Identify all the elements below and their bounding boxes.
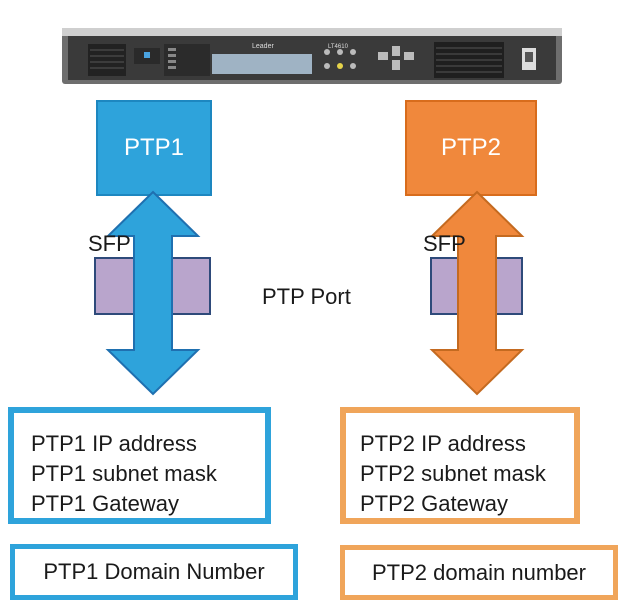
ptp1-settings-box: PTP1 IP address PTP1 subnet mask PTP1 Ga… (8, 407, 271, 524)
vent-right (434, 42, 504, 78)
ptp1-gateway: PTP1 Gateway (31, 491, 179, 516)
sfp1-label: SFP (88, 231, 131, 256)
ptp2-label: PTP2 (440, 134, 502, 161)
ptp2-settings-box: PTP2 IP address PTP2 subnet mask PTP2 Ga… (340, 407, 580, 524)
device-front-panel: Leader LT4610 (62, 28, 562, 84)
ptp1-label: PTP1 (123, 134, 185, 161)
ptp1-subnet-mask: PTP1 subnet mask (31, 461, 217, 486)
ptp-port-caption: PTP Port (262, 284, 351, 309)
front-panel-buttons (324, 46, 414, 70)
lcd-display (212, 54, 312, 74)
ptp2-gateway: PTP2 Gateway (360, 491, 508, 516)
ptp1-ip-address: PTP1 IP address (31, 431, 197, 456)
ptp1-domain-number-box: PTP1 Domain Number (10, 544, 298, 600)
ptp1-double-arrow (105, 190, 201, 396)
ptp2-domain-number-box: PTP2 domain number (340, 545, 618, 600)
ptp2-subnet-mask: PTP2 subnet mask (360, 461, 546, 486)
sfp2-label: SFP (423, 231, 466, 256)
ptp2-domain-number: PTP2 domain number (372, 559, 586, 585)
ptp2-double-arrow (429, 190, 525, 396)
ptp1-domain-number: PTP1 Domain Number (43, 559, 265, 584)
ptp2-port-box: PTP2 (405, 100, 537, 196)
device-model: LT4610 (328, 44, 349, 50)
ptp2-ip-address: PTP2 IP address (360, 431, 526, 456)
device-brand: Leader (252, 43, 274, 50)
vent-left (88, 44, 126, 76)
